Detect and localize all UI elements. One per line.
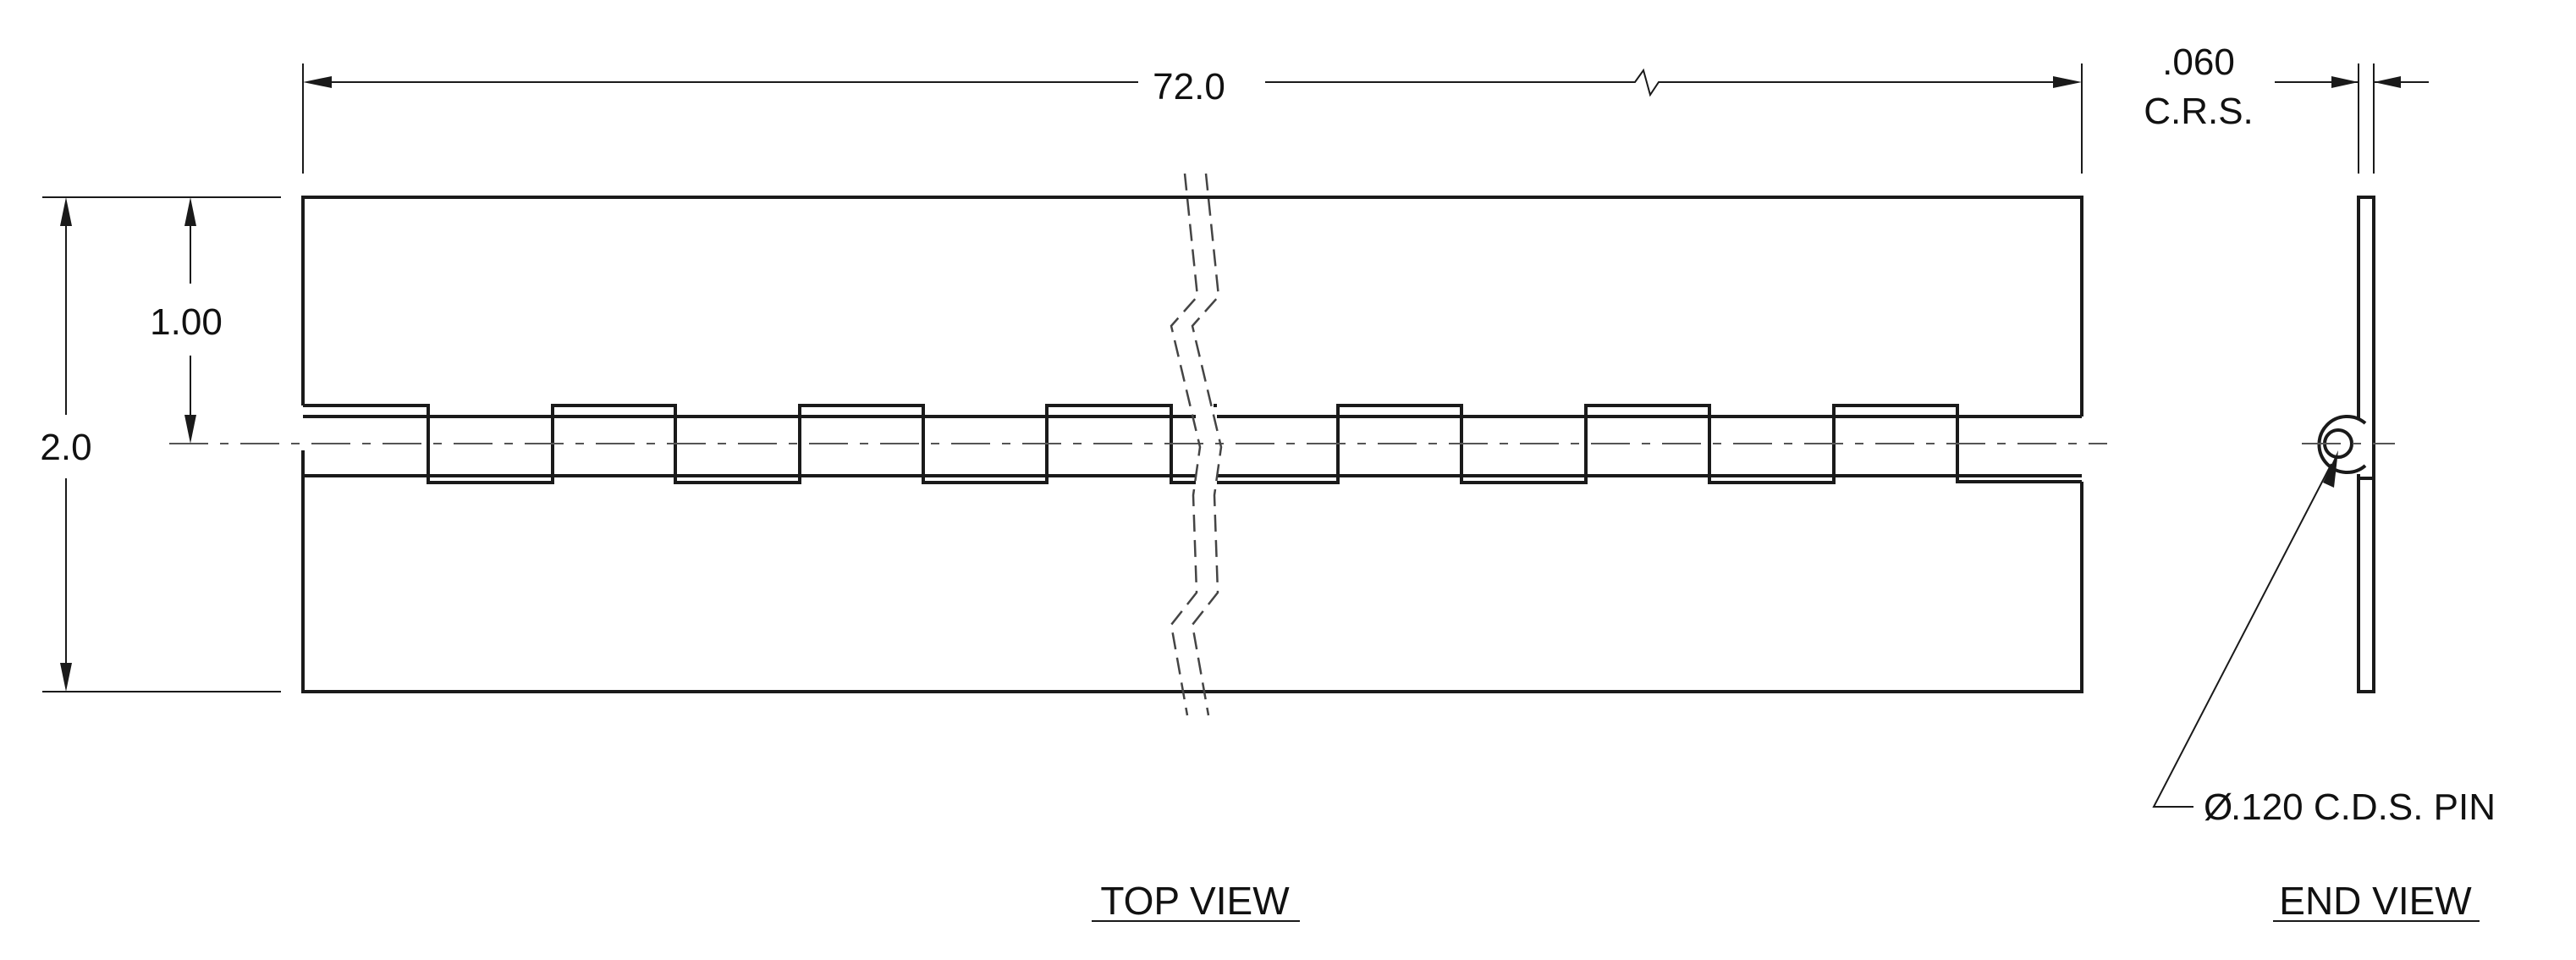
break-line-right [1191, 173, 1223, 716]
leaf-width-value-text: 1.00 [150, 301, 223, 343]
top-view [169, 173, 2107, 716]
arrowhead-right [2053, 76, 2082, 88]
dimension-line-length [322, 68, 2063, 97]
end-view [2302, 196, 2395, 693]
top-view-label: TOP VIEW [1100, 879, 1290, 923]
thickness-value-text: .060 [2162, 41, 2235, 83]
dimension-overall-length: 72.0 [302, 63, 2083, 174]
upper-leaf-outline [301, 196, 2083, 417]
leaf-width-arrowhead-bottom [184, 415, 196, 444]
dimension-overall-width: 2.0 [40, 196, 281, 692]
lower-leaf-outline [301, 450, 2083, 693]
view-titles: TOP VIEW END VIEW [1092, 879, 2480, 923]
dimension-thickness: .060 C.R.S. [2144, 41, 2429, 174]
end-view-upper-leaf [2357, 196, 2375, 444]
pin-leader-arrowhead [2323, 450, 2338, 488]
knuckle-upper-edge-right [1214, 404, 1959, 417]
break-line-left [1170, 173, 1202, 716]
pin-diameter-symbol: Ø [2204, 786, 2232, 828]
thickness-arrowhead-right [2374, 76, 2401, 88]
thickness-material-text: C.R.S. [2144, 91, 2254, 132]
width-arrowhead-bottom [60, 663, 72, 692]
pin-callout: Ø .120 C.D.S. PIN [2152, 450, 2496, 828]
pin-note-text: .120 C.D.S. PIN [2231, 786, 2496, 828]
knuckle-lower-edge-left [427, 476, 1196, 484]
end-view-label: END VIEW [2279, 879, 2472, 923]
thickness-arrowhead-left [2331, 76, 2359, 88]
leaf-width-arrowhead-top [184, 197, 196, 226]
arrowhead-left [303, 76, 332, 88]
dimension-leaf-width: 1.00 [150, 197, 223, 444]
end-view-lower-leaf [2357, 444, 2375, 693]
dimension-length-text: 72.0 [1153, 66, 1225, 108]
width-value-text: 2.0 [40, 427, 91, 468]
width-arrowhead-top [60, 197, 72, 226]
pin-leader-line [2152, 463, 2332, 808]
